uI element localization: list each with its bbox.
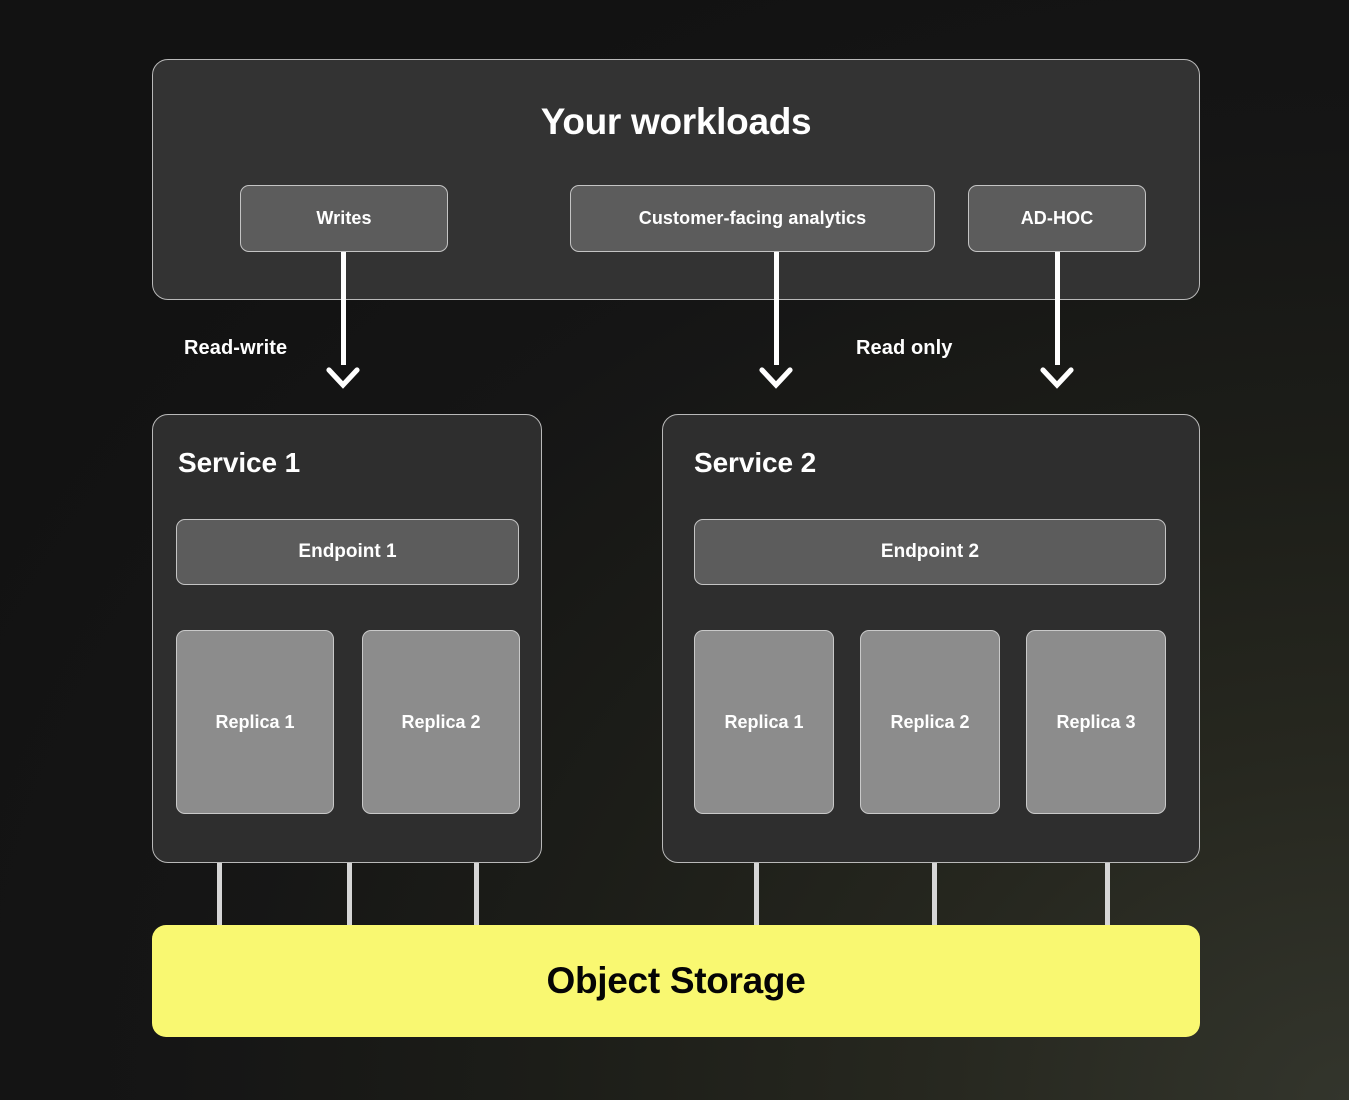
connector-service-2-a <box>754 863 759 926</box>
service-2-endpoint[interactable]: Endpoint 2 <box>694 519 1166 585</box>
arrow-line-adhoc <box>1055 252 1060 365</box>
arrow-head-writes <box>326 358 360 392</box>
object-storage-label: Object Storage <box>546 960 806 1001</box>
arrow-head-analytics <box>759 358 793 392</box>
arrow-line-writes <box>341 252 346 365</box>
service-1-title: Service 1 <box>178 447 301 478</box>
connector-service-1-c <box>474 863 479 926</box>
workload-chip-ad-hoc[interactable]: AD-HOC <box>968 185 1146 252</box>
edge-label-read-write: Read-write <box>184 337 288 359</box>
service-1-replica-1[interactable]: Replica 1 <box>176 630 334 814</box>
arrow-line-analytics <box>774 252 779 365</box>
service-2-replica-1[interactable]: Replica 1 <box>694 630 834 814</box>
workloads-title: Your workloads <box>540 101 812 142</box>
service-2-replica-3[interactable]: Replica 3 <box>1026 630 1166 814</box>
service-2-title: Service 2 <box>694 447 817 478</box>
object-storage-bar: Object Storage <box>152 925 1200 1037</box>
connector-service-1-b <box>347 863 352 926</box>
connector-service-2-b <box>932 863 937 926</box>
service-2-replica-2[interactable]: Replica 2 <box>860 630 1000 814</box>
workloads-panel <box>152 59 1200 300</box>
workload-chip-writes[interactable]: Writes <box>240 185 448 252</box>
connector-service-2-c <box>1105 863 1110 926</box>
service-1-replica-2[interactable]: Replica 2 <box>362 630 520 814</box>
workload-chip-customer-facing-analytics[interactable]: Customer-facing analytics <box>570 185 935 252</box>
service-1-endpoint[interactable]: Endpoint 1 <box>176 519 519 585</box>
arrow-head-adhoc <box>1040 358 1074 392</box>
connector-service-1-a <box>217 863 222 926</box>
edge-label-read-only: Read only <box>856 337 953 359</box>
